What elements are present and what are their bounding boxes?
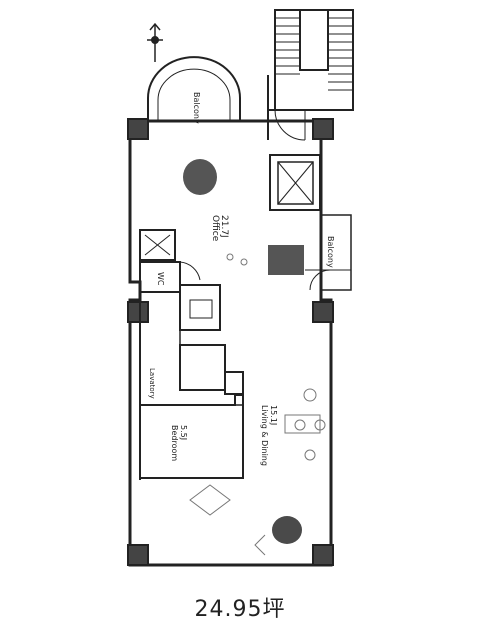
room-label-bedroom: Bedroom bbox=[170, 425, 179, 461]
room-label-office: Office bbox=[210, 215, 220, 242]
room-size-living: 15.1J bbox=[269, 405, 278, 425]
room-size-bedroom: 5.5J bbox=[179, 425, 188, 440]
room-label-living: Living & Dining bbox=[260, 405, 269, 466]
compass-icon bbox=[147, 22, 163, 62]
room-label-wc: WC bbox=[156, 272, 165, 286]
room-label-lavatory: Lavatory bbox=[148, 368, 156, 399]
area-label: 24.95坪 bbox=[194, 597, 286, 622]
room-label-balcony-right: Balcony bbox=[326, 236, 335, 268]
room-size-office: 21.7J bbox=[219, 215, 229, 238]
stair-icon bbox=[267, 9, 354, 140]
plant-icon bbox=[183, 159, 217, 195]
room-label-balcony-top: Balcony bbox=[192, 92, 201, 124]
elevator-icon bbox=[269, 154, 321, 211]
